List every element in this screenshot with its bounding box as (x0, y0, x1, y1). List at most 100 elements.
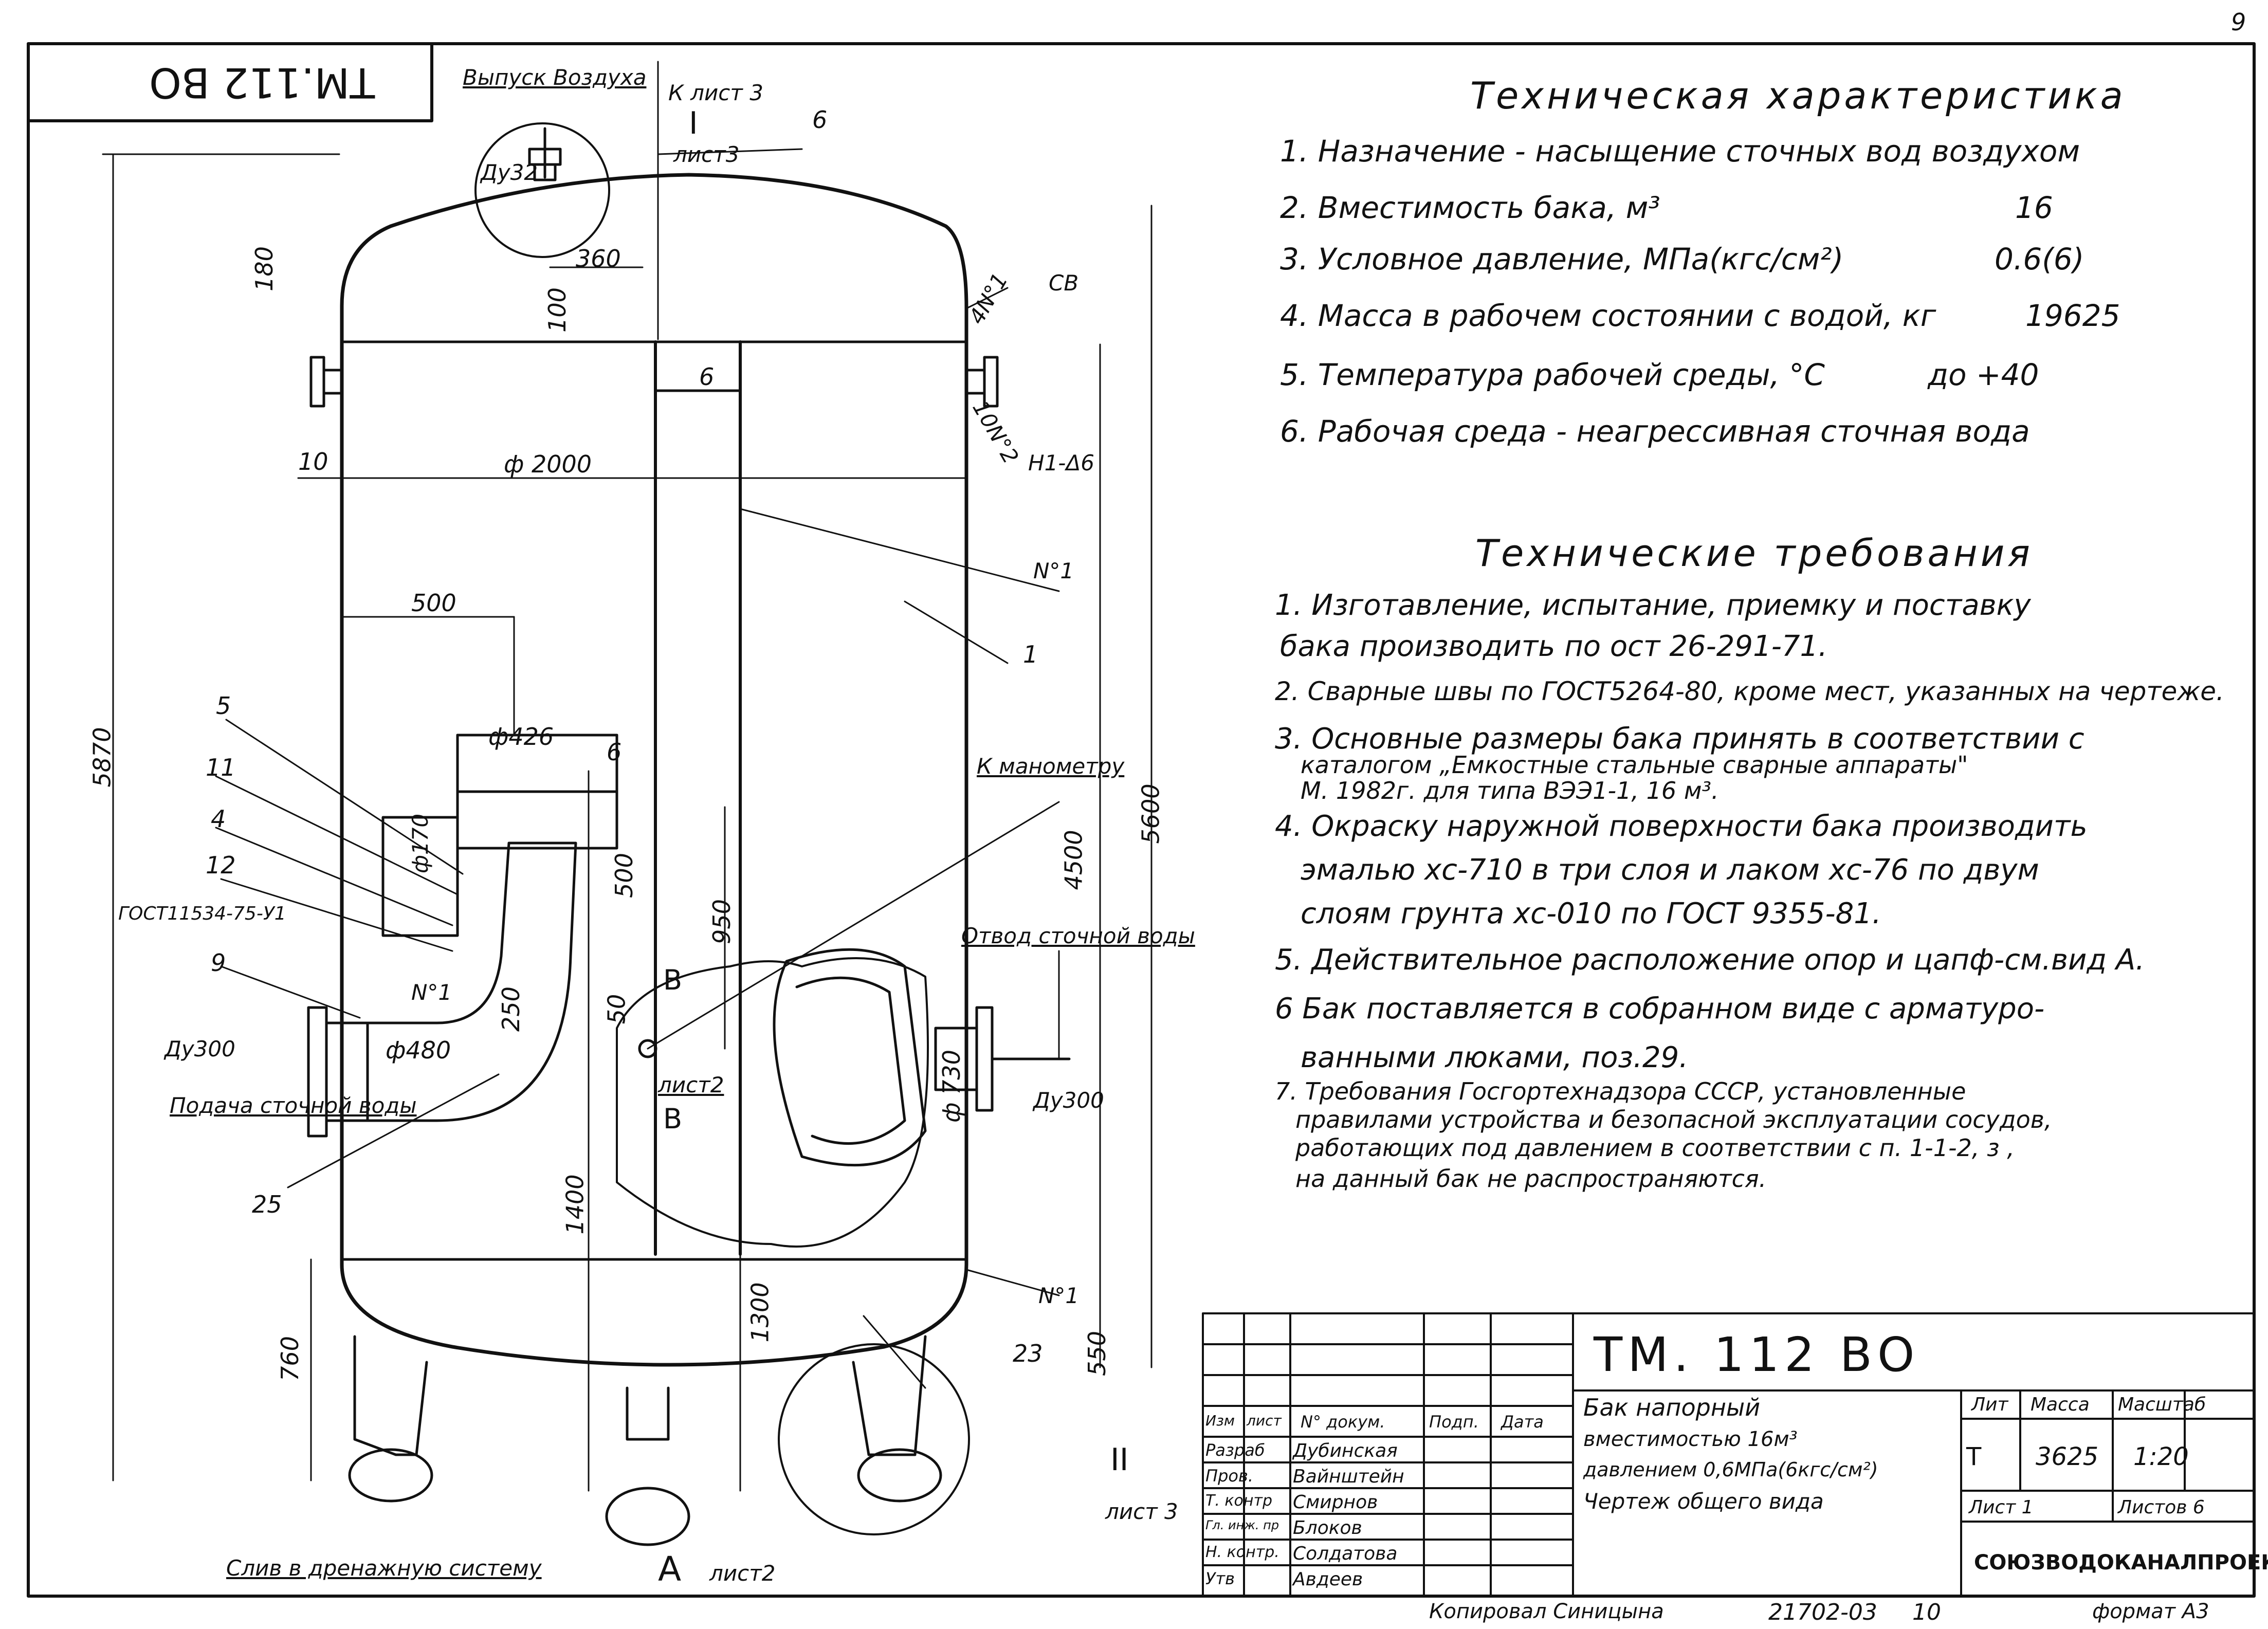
view-A-label: А (658, 1549, 682, 1589)
section-B-outline (616, 957, 929, 1248)
inv-number: 21702-03 (1768, 1599, 1877, 1625)
spec-value: 16 (2015, 190, 2053, 225)
dim-500-v: 500 (610, 853, 638, 898)
dim-50: 50 (602, 994, 631, 1024)
req-line: бака производить по ост 26-291-71. (1280, 630, 1827, 663)
sheet3-label: лист3 (673, 142, 740, 167)
dim-phi2000: ф 2000 (504, 450, 592, 478)
spec-value: 19625 (2025, 298, 2120, 333)
pos5-label: 5 (216, 692, 231, 720)
col-head: Подп. (1429, 1412, 1479, 1432)
spec-item: 5. Температура рабочей среды, °С (1280, 357, 1825, 392)
title-line: вместимостью 16м³ (1583, 1427, 1798, 1451)
req-line: 4. Окраску наружной поверхности бака про… (1275, 810, 2088, 843)
du300-right: Ду300 (1033, 1088, 1104, 1113)
pos12-label: 12 (206, 851, 236, 879)
req-line: на данный бак не распространяются. (1295, 1165, 1767, 1193)
lit-value: Т (1966, 1442, 1982, 1471)
spec-item: 6. Рабочая среда - неагрессивная сточная… (1280, 414, 2030, 449)
sheet-frame (27, 42, 2256, 1598)
mass-value: 3625 (2036, 1442, 2099, 1471)
dim-phi730: ф 730 (937, 1050, 965, 1123)
role-name: Авдеев (1293, 1569, 1363, 1590)
role-label: Гл. инж. пр (1205, 1518, 1279, 1532)
dim-950: 950 (707, 899, 736, 944)
role-label: Т. контр (1205, 1492, 1273, 1510)
air-outlet-label: Выпуск Воздуха (463, 65, 647, 90)
drain-label: Слив в дренажную систему (226, 1555, 542, 1581)
air-outlet (474, 122, 610, 258)
inlet-elbow (307, 734, 618, 1138)
dim-500-h: 500 (411, 589, 456, 617)
lit-head: Лит (1971, 1394, 2008, 1415)
req-line: 3. Основные размеры бака принять в соотв… (1275, 722, 2084, 756)
doc-stamp: ТМ.112 ВО (149, 59, 375, 106)
dimension-lines (102, 61, 1153, 1492)
dim-phi170: ф170 (408, 813, 433, 874)
to-manometer-label: К манометру (977, 754, 1125, 779)
weld-n1-c: N°1 (1038, 1283, 1080, 1308)
dim-360: 360 (576, 245, 621, 272)
pos1-label: 1 (1023, 640, 1038, 668)
pos6-label: 6 (812, 106, 828, 134)
org-name: СОЮЗВОДОКАНАЛПРОЕКТ (1974, 1551, 2268, 1575)
req-line: 5. Действительное расположение опор и ца… (1275, 943, 2145, 977)
dim-760: 760 (276, 1336, 304, 1381)
dim-6-b: 6 (607, 738, 622, 766)
du32-label: Ду32 (481, 160, 538, 185)
spec-item: 2. Вместимость бака, м³ (1280, 190, 1660, 225)
ref-sheet3-label: К лист 3 (668, 80, 763, 105)
dim-1300: 1300 (746, 1282, 774, 1343)
weld-n1-a: N°1 (1033, 558, 1074, 583)
spec-item: 1. Назначение - насыщение сточных вод во… (1280, 134, 2080, 169)
cv-label: СВ (1049, 270, 1079, 296)
req-line: М. 1982г. для типа ВЭЭ1-1, 16 м³. (1301, 777, 1719, 804)
section-I-label: I (689, 105, 698, 141)
outlet-right (934, 1006, 1071, 1112)
pos11-label: 11 (206, 754, 236, 781)
dim-1400: 1400 (561, 1174, 589, 1235)
role-name: Вайнштейн (1293, 1466, 1404, 1487)
side-flanges-top (309, 356, 999, 408)
role-label: Утв (1205, 1569, 1235, 1588)
spec-item: 3. Условное давление, МПа(кгс/см²) (1280, 242, 1844, 277)
gost-label: ГОСТ11534-75-У1 (118, 903, 286, 924)
weld-n1-b: N°1 (411, 980, 452, 1005)
scale-value: 1:20 (2133, 1442, 2189, 1471)
col-head: лист (1247, 1412, 1282, 1429)
col-head: Дата (1501, 1412, 1544, 1432)
dim-5600: 5600 (1137, 783, 1165, 844)
dim-4500: 4500 (1059, 830, 1088, 890)
dim-250: 250 (497, 986, 525, 1032)
req-line: каталогом „Емкостные стальные сварные ап… (1301, 751, 1968, 779)
dim-180: 180 (250, 246, 278, 291)
role-label: Разраб (1205, 1440, 1265, 1460)
sheet-no: Лист 1 (1969, 1497, 2034, 1518)
spec-item: 4. Масса в рабочем состоянии с водой, кг (1280, 298, 1936, 333)
spec-value: до +40 (1928, 357, 2039, 392)
manhole (773, 948, 927, 1167)
du300-left: Ду300 (164, 1036, 235, 1061)
req-line: 1. Изготавление, испытание, приемку и по… (1275, 589, 2031, 622)
scale-head: Масштаб (2118, 1394, 2206, 1415)
title-line: Чертеж общего вида (1583, 1489, 1824, 1514)
copied-by: Копировал Синицына (1429, 1600, 1664, 1623)
dim-550: 550 (1083, 1331, 1111, 1376)
req-line: 6 Бак поставляется в собранном виде с ар… (1275, 992, 2045, 1026)
role-label: Н. контр. (1205, 1543, 1279, 1561)
pos23-label: 23 (1013, 1340, 1043, 1367)
req-line: слоям грунта хс-010 по ГОСТ 9355-81. (1301, 897, 1881, 930)
title-block-grid (1202, 1312, 2255, 1597)
role-name: Смирнов (1293, 1492, 1378, 1513)
role-name: Дубинская (1293, 1440, 1398, 1461)
dim-5870: 5870 (88, 727, 116, 788)
page-number: 9 (2231, 8, 2246, 36)
dim-100: 100 (543, 287, 571, 333)
sheets-total: Листов 6 (2118, 1497, 2205, 1518)
col-head: Изм (1205, 1412, 1235, 1429)
stamp-box (27, 42, 433, 122)
pos4-label: 4 (211, 805, 226, 833)
specs-title: Техническая характеристика (1470, 74, 2126, 117)
dim-phi426: ф426 (488, 723, 554, 751)
